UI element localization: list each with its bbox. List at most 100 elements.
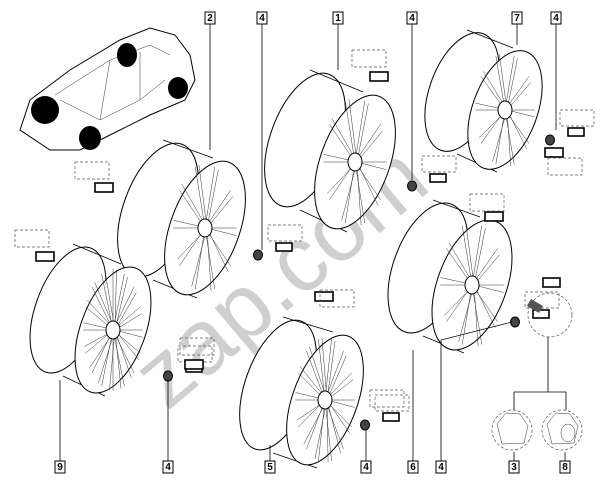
ref-box [184, 359, 204, 370]
callout-number: 6 [410, 462, 416, 473]
callout-top-2: 2 [204, 11, 216, 25]
wheel-1 [264, 69, 396, 233]
spoke [341, 161, 358, 224]
ref-box-dashed [559, 109, 595, 127]
callout-top-4c: 4 [550, 11, 562, 25]
ref-box-dashed [421, 155, 457, 173]
callout-bot-4a: 4 [162, 460, 174, 474]
callout-top-1: 1 [332, 11, 344, 25]
callout-box [264, 460, 276, 474]
wheel-nut [360, 394, 410, 431]
nut-icon [360, 419, 370, 431]
wheel-5 [239, 316, 364, 469]
spoke [354, 100, 369, 163]
ref-box [567, 127, 585, 137]
wheel-nut [407, 155, 457, 192]
ref-box-dashed [14, 229, 50, 248]
wheel-marker [168, 77, 188, 99]
spoke [112, 329, 125, 389]
callout-bot-5: 5 [264, 460, 276, 474]
ref-box [429, 173, 447, 183]
callout-box [550, 11, 562, 25]
wheel-nut [510, 291, 560, 328]
callout-top-4b: 4 [406, 11, 418, 25]
callout-box [360, 460, 372, 474]
spoke [471, 225, 486, 286]
callout-bot-4b: 4 [360, 460, 372, 474]
callout-number: 3 [511, 462, 517, 473]
spoke [204, 227, 216, 292]
callout-bot-3: 3 [508, 460, 520, 474]
callout-number: 9 [57, 462, 63, 473]
spoke [191, 227, 208, 290]
rim-edge [272, 316, 334, 469]
nut-icon [407, 180, 417, 192]
callout-box [162, 460, 174, 474]
ref-box-dashed [74, 161, 110, 180]
hub-center [317, 390, 333, 410]
callout-number: 1 [335, 13, 341, 24]
callout-bot-8: 8 [559, 460, 571, 474]
spoke [194, 164, 208, 229]
spoke [109, 329, 116, 391]
ref-box-dashed [524, 291, 560, 309]
ref-box [369, 71, 389, 82]
nut-icon [163, 370, 173, 382]
wheel-marker [117, 43, 137, 67]
callout-box [508, 460, 520, 474]
hub-center [105, 320, 121, 340]
spoke [324, 399, 332, 463]
hub-center [464, 275, 480, 295]
callout-number: 8 [562, 462, 568, 473]
callout-number: 5 [267, 462, 273, 473]
ref-box [35, 251, 55, 262]
spoke [314, 399, 328, 462]
ref-box [484, 211, 504, 222]
callout-number: 4 [438, 462, 444, 473]
spoke [344, 98, 358, 163]
ref-box [544, 147, 564, 158]
wheel-6 [387, 199, 513, 354]
bracket-line [513, 337, 567, 410]
car-illustration [19, 27, 196, 151]
callout-box [54, 460, 66, 474]
spoke [101, 271, 116, 331]
callout-box [407, 460, 419, 474]
callout-box [256, 11, 268, 25]
ref-box-dashed [469, 193, 505, 212]
ref-box [314, 291, 334, 302]
callout-box [511, 11, 523, 25]
ref-box-dashed [179, 337, 215, 356]
wheel-marker [79, 126, 101, 150]
callout-number: 4 [259, 13, 265, 24]
ref-box [532, 309, 550, 319]
spoke [461, 223, 475, 286]
cap-outline [541, 409, 583, 451]
wheel-nut [253, 224, 303, 261]
nut-icon [253, 249, 263, 261]
callout-bot-6: 6 [407, 460, 419, 474]
callout-bot-9: 9 [54, 460, 66, 474]
callout-number: 2 [207, 13, 213, 24]
ref-box-dashed [319, 289, 355, 308]
callout-top-4a: 4 [256, 11, 268, 25]
hub-center [197, 218, 213, 238]
callout-bot-4c: 4 [435, 460, 447, 474]
callout-top-7: 7 [511, 11, 523, 25]
ref-box-dashed [351, 49, 387, 68]
ref-box [94, 182, 114, 193]
nut-cap-icon [496, 412, 529, 445]
wheel-2 [117, 139, 246, 299]
nut-icon [545, 134, 555, 146]
ref-box [275, 242, 293, 252]
ref-box [542, 277, 561, 288]
callout-number: 7 [514, 13, 520, 24]
callout-number: 4 [409, 13, 415, 24]
wheel-marker [31, 96, 59, 124]
socket-hole [560, 423, 576, 443]
spoke [204, 166, 219, 229]
valve-detail-circle [527, 292, 573, 338]
spoke [354, 161, 366, 226]
wheel-9 [29, 243, 152, 397]
